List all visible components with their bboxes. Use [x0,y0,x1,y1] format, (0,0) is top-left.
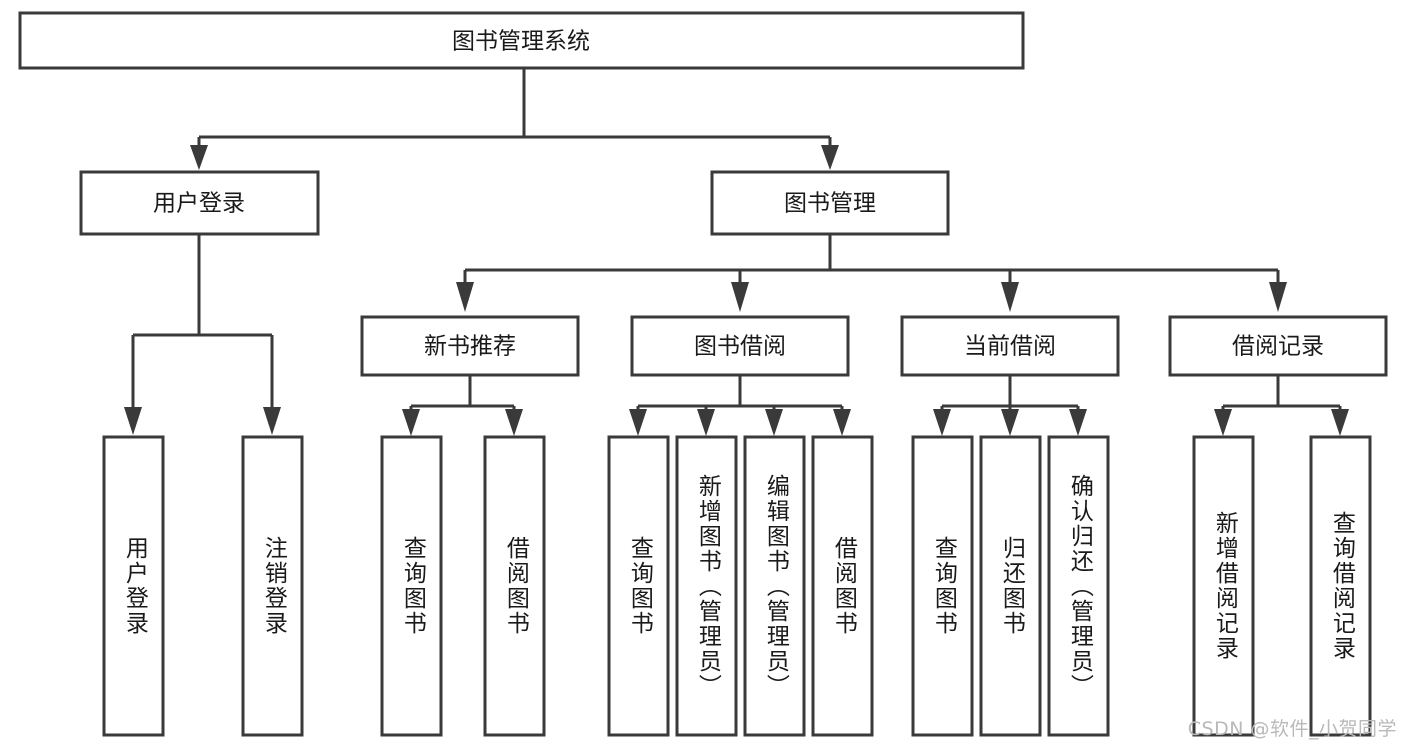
connector-layer [124,68,1349,436]
node-book-borrow-label: 图书借阅 [694,334,786,360]
leaf-edit-book-box[interactable] [743,435,806,737]
arrow-borrow-leaf1 [629,409,647,436]
node-current-borrow-box[interactable] [900,315,1120,377]
node-user-login[interactable]: 用户登录 [79,170,320,236]
leaf-borrow-book-2-box[interactable] [811,435,874,737]
leaf-logout-box[interactable] [241,435,304,737]
arrow-newbooks-leaf1 [402,409,420,436]
arrow-current-leaf2 [1001,409,1019,436]
leaf-query-book-2-box[interactable] [607,435,670,737]
node-current-borrow-label: 当前借阅 [964,334,1056,360]
leaf-borrow-book-1-box[interactable] [483,435,546,737]
arrow-current-leaf3 [1069,409,1087,436]
node-borrow-records-label: 借阅记录 [1232,334,1324,360]
node-book-management-box[interactable] [710,170,950,236]
leaf-add-record-box[interactable] [1192,435,1255,737]
leaf-user-login-box[interactable] [102,435,165,737]
node-book-management[interactable]: 图书管理 [710,170,950,236]
node-borrow-records[interactable]: 借阅记录 [1168,315,1388,377]
node-layer-horizontal: 图书管理系统 用户登录 图书管理 新书推荐 图书借阅 当前借阅 [18,11,1388,377]
node-user-login-box[interactable] [79,170,320,236]
leaf-confirm-return-box[interactable] [1047,435,1110,737]
arrow-root-to-user-login [190,145,208,170]
node-layer-leaves [102,435,1372,737]
leaf-return-book-box[interactable] [979,435,1042,737]
arrow-borrow-leaf3 [765,409,783,436]
arrow-records-leaf2 [1331,409,1349,436]
arrow-current-leaf1 [933,409,951,436]
leaf-add-book-box[interactable] [675,435,738,737]
arrow-records-leaf1 [1214,409,1232,436]
node-root-box[interactable] [18,11,1025,70]
arrow-bookmgmt-records [1269,282,1287,312]
leaf-query-book-3-box[interactable] [911,435,974,737]
leaf-query-book-1-box[interactable] [380,435,443,737]
csdn-watermark: CSDN @软件_小贺同学 [1187,718,1397,740]
leaf-query-record-box[interactable] [1309,435,1372,737]
node-book-borrow[interactable]: 图书借阅 [630,315,850,377]
arrow-root-to-book-mgmt [821,145,839,170]
arrow-userlogin-leaf1 [124,407,142,435]
node-new-book-recommend-box[interactable] [360,315,580,377]
node-book-borrow-box[interactable] [630,315,850,377]
arrow-bookmgmt-current [1001,282,1019,312]
node-root[interactable]: 图书管理系统 [18,11,1025,70]
arrow-newbooks-leaf2 [505,409,523,436]
node-current-borrow[interactable]: 当前借阅 [900,315,1120,377]
arrow-userlogin-leaf2 [263,407,281,435]
arrow-borrow-leaf2 [697,409,715,436]
arrow-bookmgmt-borrow [731,282,749,312]
node-root-label: 图书管理系统 [452,29,590,55]
node-new-book-recommend[interactable]: 新书推荐 [360,315,580,377]
node-borrow-records-box[interactable] [1168,315,1388,377]
node-user-login-label: 用户登录 [153,191,245,217]
arrow-bookmgmt-newbooks [456,282,474,312]
arrow-borrow-leaf4 [833,409,851,436]
node-book-management-label: 图书管理 [784,191,876,217]
node-new-book-recommend-label: 新书推荐 [424,334,516,360]
